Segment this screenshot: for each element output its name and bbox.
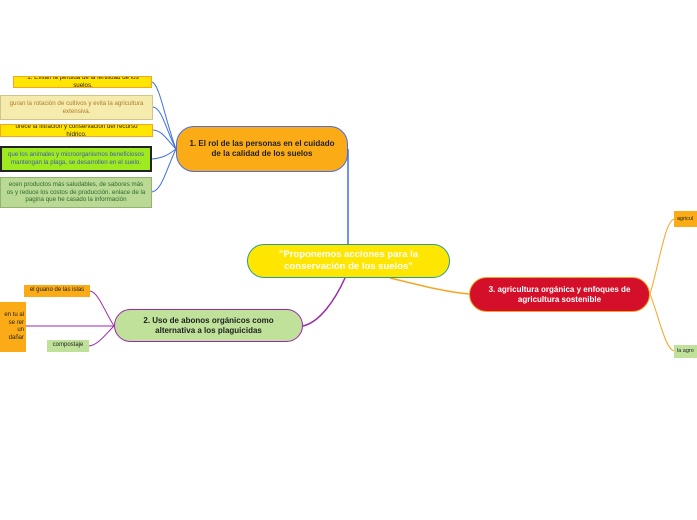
link-b2-item3 bbox=[88, 325, 115, 347]
branch-1-item-2[interactable]: guran la rotación de cultivos y evita la… bbox=[0, 95, 153, 120]
branch-3-node[interactable]: 3. agricultura orgánica y enfoques de ag… bbox=[469, 277, 650, 312]
link-b2-item1 bbox=[89, 290, 115, 327]
link-b1-item4 bbox=[151, 148, 177, 160]
link-b1-item3 bbox=[152, 129, 177, 150]
branch-2-item-2[interactable]: en tu al se rer un dañar bbox=[0, 302, 26, 352]
link-b1-item2 bbox=[152, 106, 177, 150]
branch-3-item-2[interactable]: la agro bbox=[674, 345, 697, 358]
link-b3-item1 bbox=[649, 218, 675, 295]
link-b1-item1 bbox=[151, 81, 177, 150]
link-central-branch2 bbox=[302, 277, 346, 327]
link-central-branch3 bbox=[389, 277, 470, 295]
branch-1-item-1[interactable]: 1. Evitan la pérdida de la fertilidad de… bbox=[13, 76, 152, 88]
branch-2-item-1[interactable]: el guano de las islas bbox=[24, 285, 90, 297]
branch-2-item-3[interactable]: compostaje bbox=[47, 340, 89, 352]
branch-1-node[interactable]: 1. El rol de las personas en el cuidado … bbox=[176, 126, 348, 172]
branch-3-item-1[interactable]: agricul bbox=[674, 211, 697, 227]
central-topic[interactable]: "Proponemos acciones para la conservació… bbox=[247, 244, 450, 278]
branch-1-item-4[interactable]: que los animales y microorganismos benef… bbox=[0, 146, 152, 172]
link-b3-item2 bbox=[649, 293, 675, 352]
link-b1-item5 bbox=[151, 148, 177, 193]
branch-2-node[interactable]: 2. Uso de abonos orgánicos como alternat… bbox=[114, 309, 303, 342]
branch-1-item-5[interactable]: ecen productos más saludables, de sabore… bbox=[0, 177, 152, 208]
branch-1-item-3[interactable]: orece la filtración y conservación del r… bbox=[0, 124, 153, 137]
